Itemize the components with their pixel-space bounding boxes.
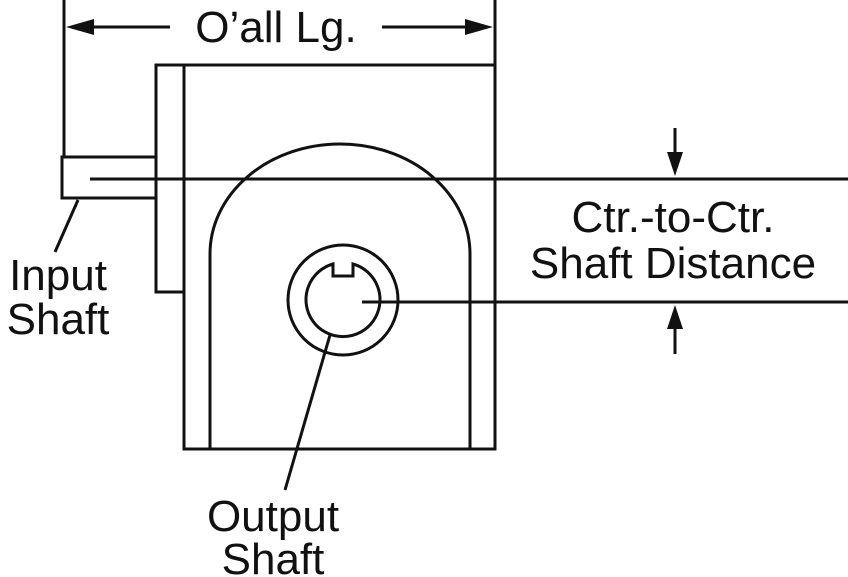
output-shaft-keyed xyxy=(304,262,382,339)
input-shaft-label-line1: Input xyxy=(9,251,107,300)
output-shaft-label-line2: Shaft xyxy=(222,535,325,577)
overall-arrowhead-left xyxy=(66,19,94,35)
overall-length-label: O’all Lg. xyxy=(195,3,356,52)
gearbox-housing xyxy=(182,63,497,451)
input-shaft-leader xyxy=(53,199,80,253)
output-bore-outer xyxy=(286,243,400,357)
input-shaft-label-line2: Shaft xyxy=(7,295,110,344)
output-shaft-leader xyxy=(283,334,332,491)
ctr-arrowhead-top xyxy=(667,152,683,176)
ctr-arrowhead-bottom xyxy=(667,305,683,329)
gear-housing-arch xyxy=(208,142,472,449)
ctr-to-ctr-label-line2: Shaft Distance xyxy=(530,239,816,288)
output-shaft-label-line1: Output xyxy=(207,492,339,541)
overall-arrowhead-right xyxy=(465,19,493,35)
ctr-to-ctr-label-line1: Ctr.-to-Ctr. xyxy=(572,193,775,242)
